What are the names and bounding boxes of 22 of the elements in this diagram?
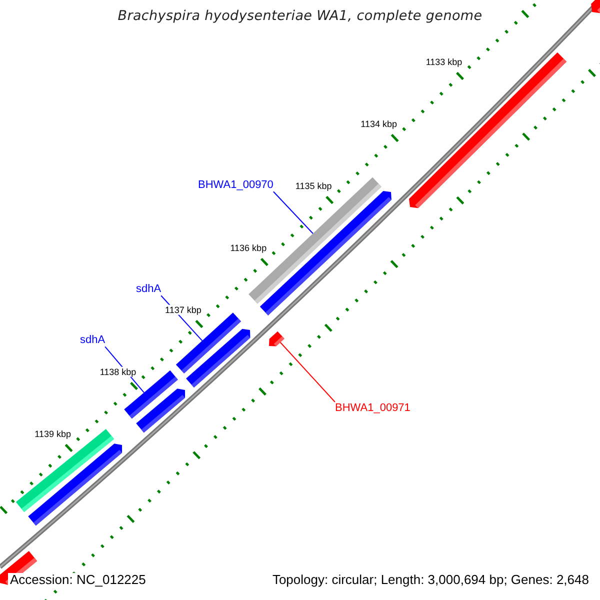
leader-line xyxy=(280,342,336,402)
gene-label: sdhA xyxy=(136,283,162,296)
tick-label: 1134 kbp xyxy=(360,118,397,130)
gene-bar xyxy=(28,444,122,526)
tick-label: 1133 kbp xyxy=(426,56,462,68)
tick-label: 1138 kbp xyxy=(100,366,136,378)
tick-label: 1139 kbp xyxy=(34,428,71,440)
accession-text: Accession: NC_012225 xyxy=(8,573,148,588)
gene-bar xyxy=(186,328,250,388)
gene-bar xyxy=(409,52,567,208)
tick-label: 1137 kbp xyxy=(165,304,202,316)
title: Brachyspira hyodysenteriae WA1, complete genome xyxy=(116,9,484,25)
gene-bar xyxy=(136,388,186,433)
gene-label: BHWA1_00971 xyxy=(335,402,410,415)
gene-bar xyxy=(269,331,284,346)
gene-label: BHWA1_00970 xyxy=(198,179,274,192)
tick-label: 1135 kbp xyxy=(295,180,332,192)
gene-bar xyxy=(591,0,600,14)
genome-info-text: Topology: circular; Length: 3,000,694 bp; Genes: 2,648 xyxy=(270,573,591,588)
tick-label: 1136 kbp xyxy=(230,242,267,254)
gene-label: sdhA xyxy=(80,334,106,347)
leader-line xyxy=(272,191,314,234)
